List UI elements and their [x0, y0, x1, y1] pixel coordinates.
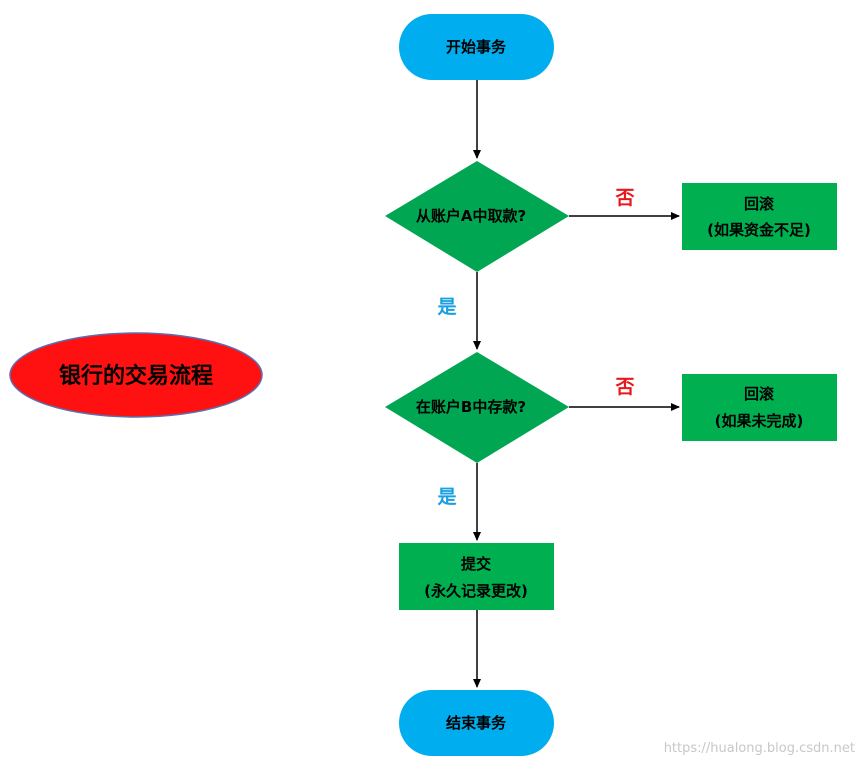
rollback-a-line1: 回滚 — [744, 195, 775, 213]
yes-label-b: 是 — [437, 486, 456, 508]
rollback-a-box: 回滚 (如果资金不足) — [682, 183, 837, 250]
commit-line1: 提交 — [461, 555, 491, 573]
rollback-b-line2: (如果未完成) — [715, 412, 804, 430]
decision-a-label: 从账户A中取款? — [416, 207, 526, 225]
chart-title: 银行的交易流程 — [59, 363, 213, 389]
decision-b: 在账户B中存款? — [385, 352, 569, 463]
edges — [473, 80, 680, 688]
commit-box: 提交 (永久记录更改) — [399, 543, 554, 610]
rollback-b-line1: 回滚 — [744, 385, 775, 403]
end-terminal: 结束事务 — [399, 690, 554, 756]
start-label: 开始事务 — [446, 38, 507, 56]
yes-label-a: 是 — [437, 296, 456, 318]
rollback-b-box: 回滚 (如果未完成) — [682, 374, 837, 441]
decision-b-label: 在账户B中存款? — [416, 398, 526, 416]
no-label-a: 否 — [614, 187, 634, 209]
watermark: https://hualong.blog.csdn.net — [664, 741, 855, 756]
start-terminal: 开始事务 — [399, 14, 554, 80]
decision-a: 从账户A中取款? — [385, 161, 569, 272]
no-label-b: 否 — [614, 376, 634, 398]
title-ellipse: 银行的交易流程 — [9, 332, 263, 418]
end-label: 结束事务 — [446, 714, 507, 732]
rollback-a-line2: (如果资金不足) — [707, 221, 811, 239]
commit-line2: (永久记录更改) — [424, 582, 528, 600]
